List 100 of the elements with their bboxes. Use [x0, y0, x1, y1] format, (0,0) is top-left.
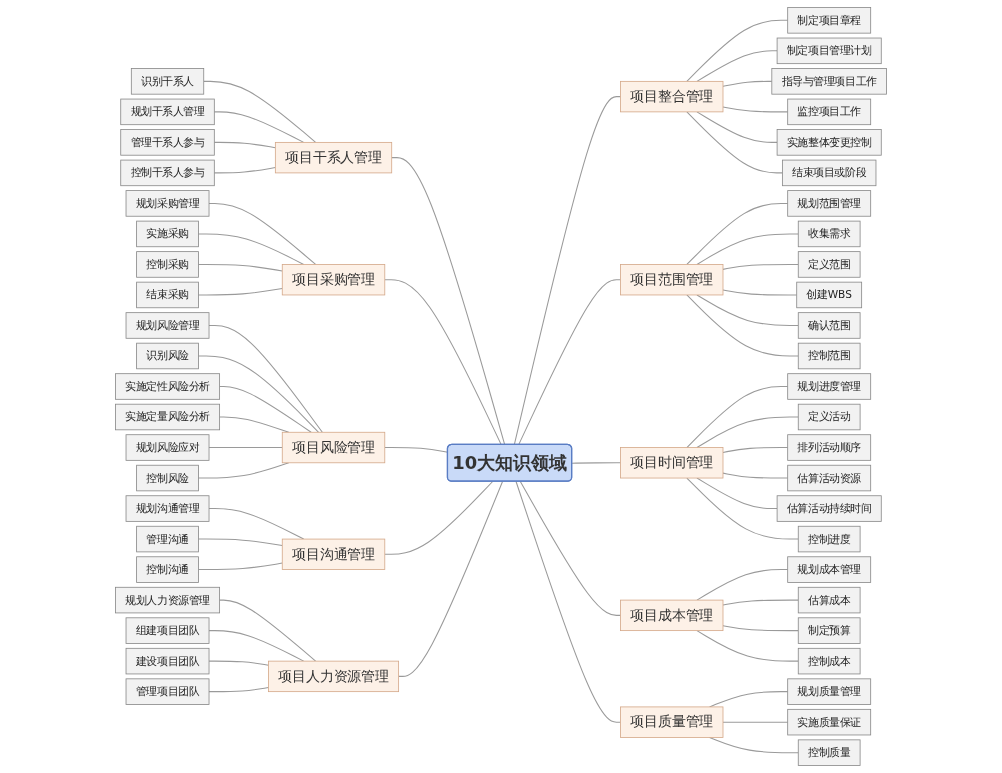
connector	[384, 279, 502, 446]
node-box: 实施采购	[136, 220, 199, 248]
node-box: 实施质量保证	[787, 708, 872, 736]
node-box: 控制成本	[797, 647, 861, 675]
connector	[722, 80, 773, 87]
connector	[219, 416, 290, 433]
node-box: 控制干系人参与	[120, 159, 215, 187]
node-box: 控制范围	[797, 342, 861, 370]
connector	[208, 447, 283, 449]
connector	[197, 355, 320, 433]
connector	[722, 106, 789, 113]
node-box: 项目人力资源管理	[268, 660, 400, 693]
node-box: 规划干系人管理	[120, 98, 215, 126]
connector	[722, 289, 798, 296]
connector	[208, 630, 305, 662]
node-box: 制定预算	[797, 617, 861, 644]
node-box: 识别风险	[136, 342, 199, 370]
connector	[686, 111, 783, 174]
node-box: 控制进度	[797, 525, 861, 553]
node-box: 规划范围管理	[787, 190, 872, 217]
node-box: 规划人力资源管理	[115, 586, 220, 614]
node-box: 定义范围	[797, 251, 861, 278]
node-box: 管理沟通	[136, 525, 199, 553]
node-box: 制定项目管理计划	[776, 37, 882, 65]
node-box: 管理项目团队	[125, 678, 210, 705]
node-box: 估算活动持续时间	[776, 495, 882, 522]
connector	[208, 660, 269, 666]
connector	[709, 736, 799, 754]
node-box: 实施整体变更控制	[776, 129, 882, 156]
node-box: 创建WBS	[796, 281, 863, 309]
connector	[519, 480, 621, 616]
connector	[686, 477, 799, 540]
node-box: 组建项目团队	[125, 617, 210, 644]
connector	[722, 721, 789, 723]
connector	[197, 263, 283, 272]
connector	[208, 508, 305, 540]
connector	[213, 167, 276, 174]
node-box: 实施定量风险分析	[115, 403, 220, 431]
connector	[686, 385, 789, 449]
node-box: 规划采购管理	[125, 190, 210, 217]
connector	[203, 80, 317, 143]
node-box: 规划进度管理	[787, 373, 872, 400]
node-box: 规划风险应对	[125, 434, 210, 461]
node-box: 结束项目或阶段	[782, 159, 877, 187]
node-box: 估算成本	[797, 586, 861, 614]
connector	[208, 202, 317, 265]
node-box: 项目风险管理	[281, 431, 386, 464]
connector	[722, 625, 799, 632]
connector	[696, 233, 799, 265]
node-box: 项目时间管理	[620, 447, 724, 479]
node-box: 制定项目章程	[787, 7, 872, 34]
node-box: 规划质量管理	[787, 678, 872, 705]
node-box: 规划风险管理	[125, 312, 210, 339]
node-box: 确认范围	[797, 312, 861, 339]
node-box: 排列活动顺序	[787, 434, 872, 461]
node-box: 项目采购管理	[281, 264, 386, 296]
connector	[513, 96, 621, 446]
node-box: 规划沟通管理	[125, 495, 210, 522]
node-box: 项目沟通管理	[281, 538, 386, 570]
connector	[213, 141, 276, 149]
node-box: 控制采购	[136, 251, 199, 278]
connector	[197, 462, 290, 479]
node-box: 建设项目团队	[125, 647, 210, 675]
connector	[213, 111, 305, 143]
connector	[219, 599, 317, 662]
node-box: 控制质量	[797, 739, 861, 766]
node-box: 指导与管理项目工作	[771, 68, 887, 95]
connector	[686, 294, 799, 357]
connector	[722, 599, 799, 606]
connector	[696, 111, 778, 143]
node-box: 项目干系人管理	[274, 141, 393, 174]
connector	[197, 538, 283, 547]
connector	[197, 562, 283, 571]
node-box: 收集需求	[797, 220, 861, 248]
connector	[197, 233, 305, 265]
node-box: 结束采购	[136, 281, 199, 309]
node-box: 控制风险	[136, 464, 199, 492]
connector	[197, 287, 283, 296]
connector	[696, 50, 778, 82]
connector	[696, 477, 778, 510]
connector	[722, 263, 799, 270]
node-box: 项目成本管理	[620, 599, 724, 632]
connector	[696, 294, 799, 326]
connector	[518, 279, 621, 446]
connector	[398, 480, 504, 677]
connector	[722, 447, 789, 453]
connector	[515, 480, 621, 723]
node-box: 规划成本管理	[787, 556, 872, 583]
connector	[696, 569, 789, 601]
node-box: 控制沟通	[136, 556, 199, 583]
connector	[391, 157, 506, 446]
connector	[696, 416, 799, 449]
node-box: 项目范围管理	[620, 264, 724, 296]
connector	[686, 202, 789, 265]
connector	[208, 686, 269, 693]
connector	[571, 462, 621, 464]
node-box: 识别干系人	[130, 68, 205, 95]
connector	[219, 385, 312, 433]
node-box: 项目整合管理	[620, 80, 724, 113]
connector	[384, 480, 494, 555]
